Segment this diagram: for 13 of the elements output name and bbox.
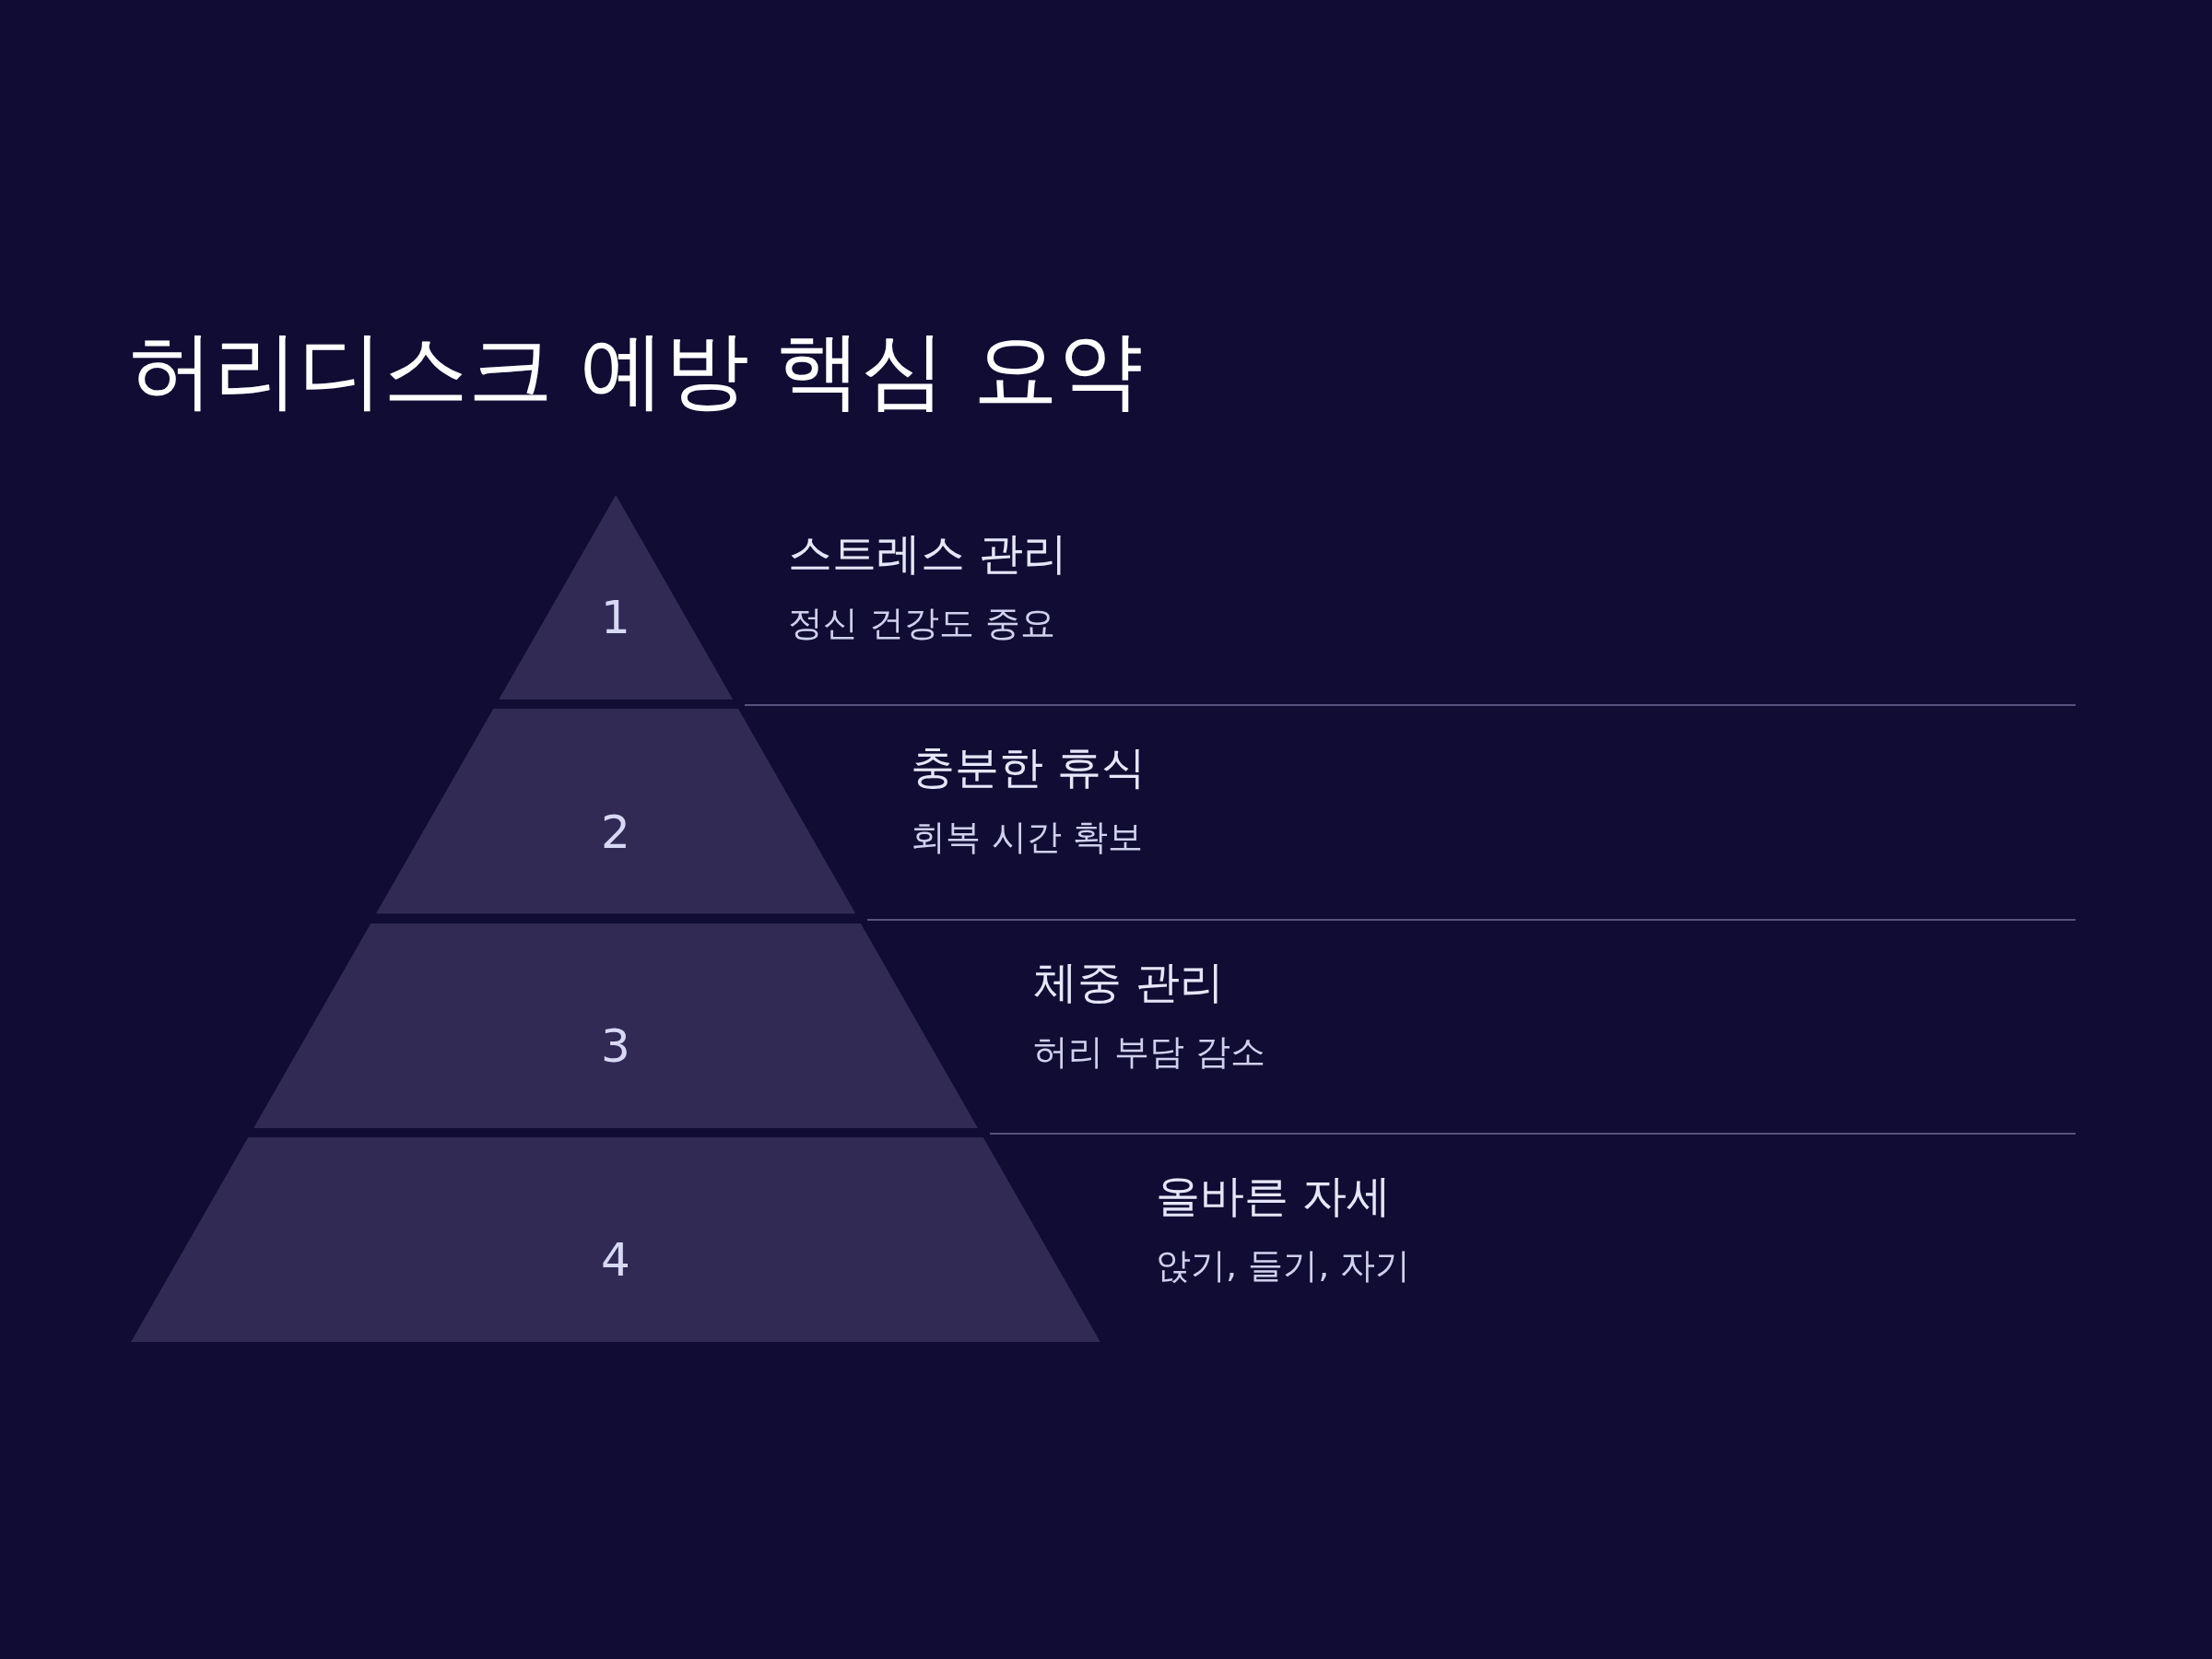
tier-description: 정신 건강도 중요 xyxy=(788,602,1056,645)
tier-number: 3 xyxy=(601,1018,630,1073)
tier-number: 2 xyxy=(601,805,630,859)
tier-heading: 스트레스 관리 xyxy=(788,526,1068,581)
tier-description: 회복 시간 확보 xyxy=(911,816,1144,860)
tier-heading: 올바른 자세 xyxy=(1156,1168,1392,1223)
tier-description: 앉기, 들기, 자기 xyxy=(1156,1243,1411,1288)
tier-heading: 충분한 휴식 xyxy=(911,740,1147,795)
tier-description: 허리 부담 감소 xyxy=(1033,1030,1266,1074)
tier-number: 1 xyxy=(601,591,630,645)
slide-title: 허리디스크 예방 핵심 요약 xyxy=(129,320,1143,421)
tier-number: 4 xyxy=(601,1233,630,1288)
tier-heading: 체중 관리 xyxy=(1033,954,1225,1009)
